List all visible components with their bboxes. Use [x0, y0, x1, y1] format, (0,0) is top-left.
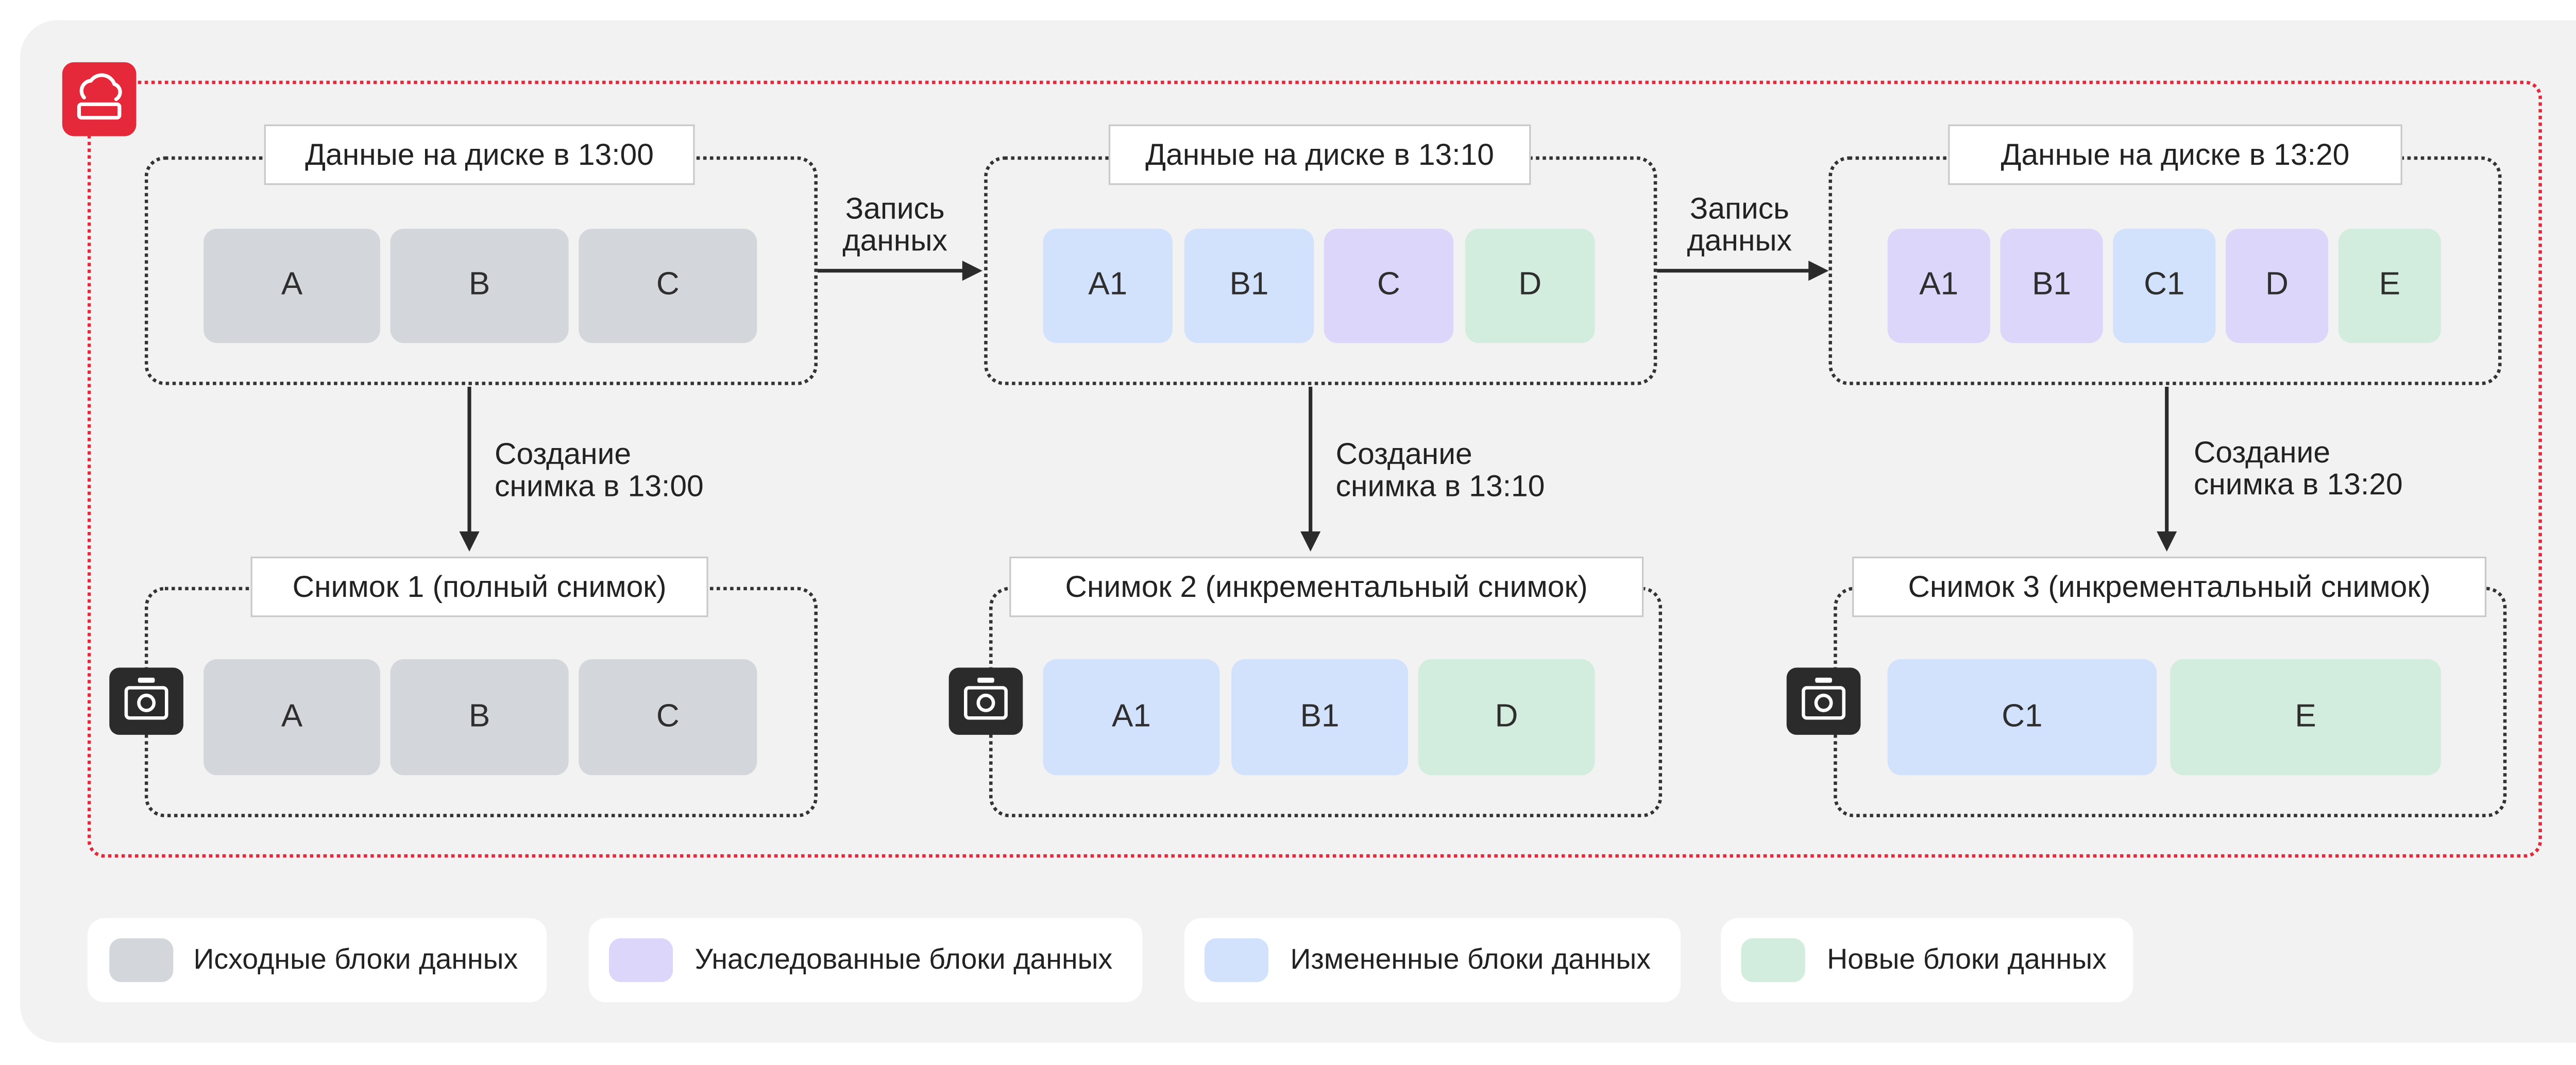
write-arrow-1: [817, 261, 982, 281]
legend-swatch-inherited: [609, 938, 673, 982]
cloud-server-icon: [62, 62, 137, 136]
snapshot-panel-2-title: Снимок 2 (инкрементальный снимок): [1009, 556, 1644, 617]
camera-icon: [948, 667, 1023, 735]
write-label-2-line1: Запись: [1689, 192, 1789, 226]
disk-2-block-3: C: [1324, 229, 1454, 343]
snapshot-1-block-1: A: [204, 659, 380, 776]
snapshot-2-block-1: A1: [1043, 659, 1220, 776]
disk-3-block-5: E: [2338, 229, 2441, 343]
snapshot-label-3-line2: снимка в 13:20: [2193, 467, 2403, 502]
disk-panel-3-title: Данные на диске в 13:20: [1948, 124, 2402, 185]
legend-label-original: Исходные блоки данных: [193, 943, 518, 975]
disk-1-block-3: C: [579, 229, 757, 343]
camera-icon: [1786, 667, 1861, 735]
disk-3-block-4: D: [2225, 229, 2329, 343]
snapshot-2-block-2: B1: [1231, 659, 1409, 776]
legend-label-inherited: Унаследованные блоки данных: [694, 943, 1113, 975]
diagram-background: [20, 20, 2576, 1043]
legend-item-changed: Измененные блоки данных: [1184, 918, 1681, 1003]
snapshot-label-2: Создание снимка в 13:10: [1335, 437, 1672, 503]
snapshot-panel-1-title: Снимок 1 (полный снимок): [250, 556, 708, 617]
disk-2-block-4: D: [1465, 229, 1595, 343]
disk-3-block-3: C1: [2113, 229, 2216, 343]
legend-label-changed: Измененные блоки данных: [1290, 943, 1651, 975]
snapshot-1-block-2: B: [390, 659, 569, 776]
snapshot-label-1: Создание снимка в 13:00: [494, 437, 831, 503]
write-label-2: Запись данных: [1655, 192, 1824, 257]
disk-panel-2-title: Данные на диске в 13:10: [1108, 124, 1531, 185]
snapshot-label-3: Создание снимка в 13:20: [2193, 435, 2530, 502]
camera-icon: [109, 667, 183, 735]
snapshot-label-2-line1: Создание: [1335, 437, 1472, 471]
snapshot-arrow-3: [2157, 387, 2177, 552]
snapshot-label-1-line2: снимка в 13:00: [494, 469, 704, 503]
legend-item-new: Новые блоки данных: [1721, 918, 2133, 1003]
cloud-region-border: [87, 80, 2542, 858]
disk-1-block-2: B: [390, 229, 569, 343]
snapshot-label-1-line1: Создание: [494, 437, 632, 471]
legend-swatch-changed: [1204, 938, 1269, 982]
disk-1-block-1: A: [204, 229, 380, 343]
disk-2-block-2: B1: [1184, 229, 1314, 343]
disk-3-block-1: A1: [1887, 229, 1990, 343]
snapshot-3-block-2: E: [2170, 659, 2441, 776]
write-label-2-line2: данных: [1687, 224, 1792, 257]
snapshot-arrow-2: [1300, 387, 1321, 552]
legend-swatch-original: [109, 938, 174, 982]
legend-item-inherited: Унаследованные блоки данных: [588, 918, 1143, 1003]
legend-label-new: Новые блоки данных: [1827, 943, 2107, 975]
write-label-1-line1: Запись: [845, 192, 945, 226]
legend-swatch-new: [1741, 938, 1805, 982]
disk-2-block-1: A1: [1043, 229, 1173, 343]
legend-item-original: Исходные блоки данных: [87, 918, 547, 1003]
snapshot-2-block-3: D: [1418, 659, 1595, 776]
snapshot-label-3-line1: Создание: [2193, 435, 2331, 470]
snapshot-1-block-3: C: [579, 659, 757, 776]
snapshot-label-2-line2: снимка в 13:10: [1335, 469, 1545, 503]
snapshot-panel-3-title: Снимок 3 (инкрементальный снимок): [1852, 556, 2487, 617]
write-label-1: Запись данных: [811, 192, 979, 257]
write-label-1-line2: данных: [842, 224, 947, 257]
snapshot-3-block-1: C1: [1887, 659, 2157, 776]
write-arrow-2: [1657, 261, 1829, 281]
disk-panel-1-title: Данные на диске в 13:00: [264, 124, 695, 185]
disk-3-block-2: B1: [2000, 229, 2103, 343]
snapshot-arrow-1: [459, 387, 480, 552]
